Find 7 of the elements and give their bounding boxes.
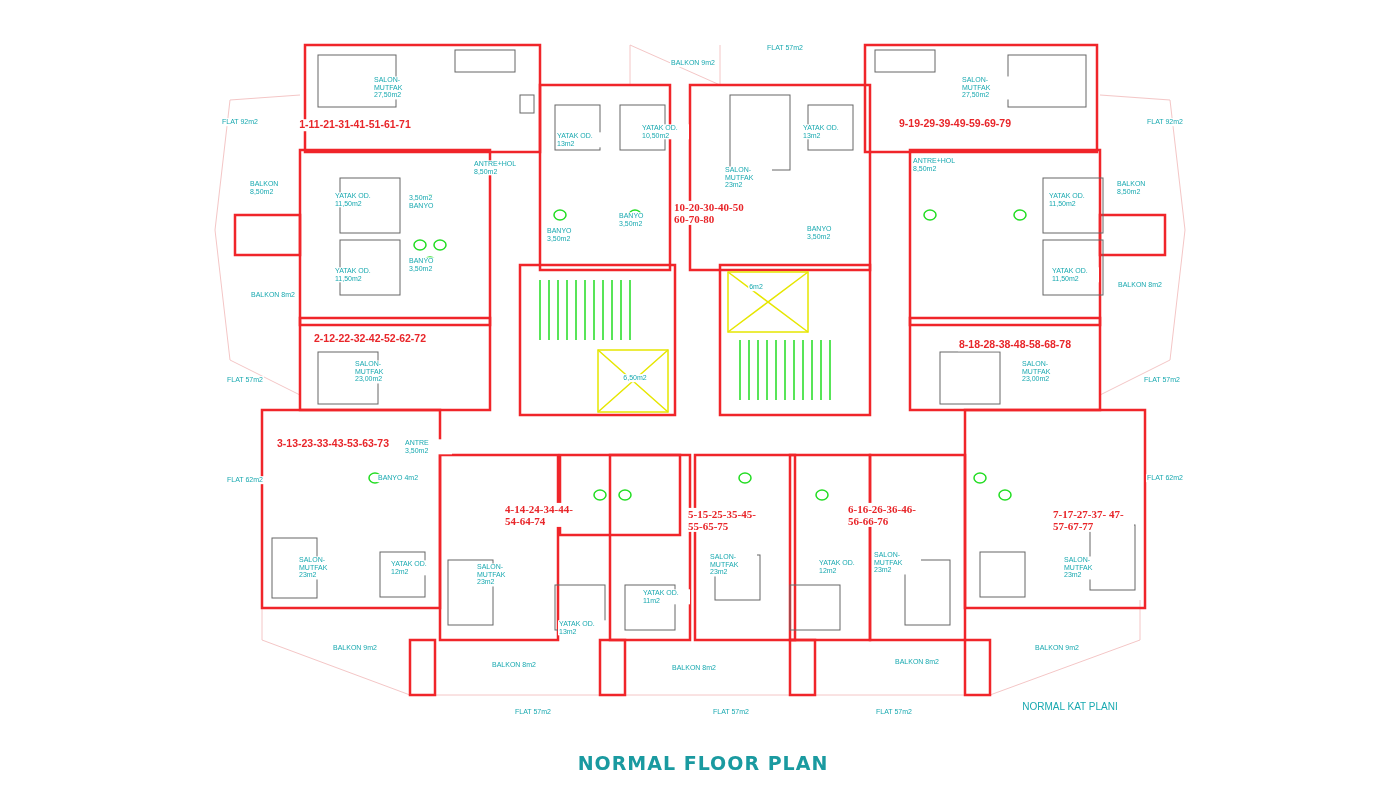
plan-title: NORMAL FLOOR PLAN [577, 752, 829, 774]
unit-numbers: 8-18-28-38-48-58-68-78 [957, 339, 1073, 351]
unit-numbers: 2-12-22-32-42-52-62-72 [312, 333, 428, 345]
unit-numbers: 3-13-23-33-43-53-63-73 [275, 438, 391, 450]
unit-numbers: 9-19-29-39-49-59-69-79 [897, 118, 1013, 130]
plan-subtitle: NORMAL KAT PLANI [1021, 700, 1119, 712]
unit-numbers: 1-11-21-31-41-51-61-71 [298, 119, 412, 131]
